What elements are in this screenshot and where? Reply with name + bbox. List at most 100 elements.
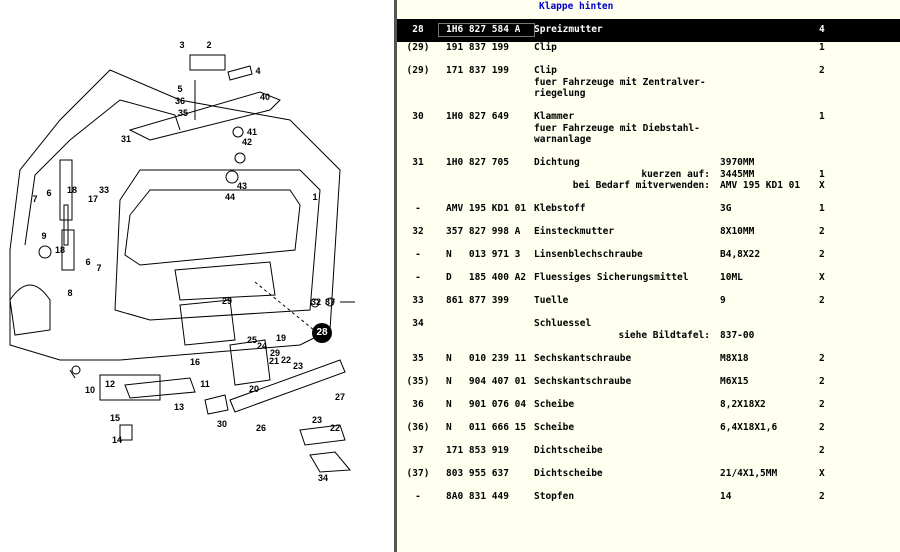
callout-10[interactable]: 10 bbox=[84, 385, 96, 395]
callout-2[interactable]: 2 bbox=[206, 40, 212, 50]
description: Spreizmutter bbox=[534, 24, 603, 35]
part-number: 171 837 199 bbox=[446, 65, 509, 76]
quantity: 2 bbox=[819, 65, 825, 76]
callout-6[interactable]: 6 bbox=[85, 257, 91, 267]
callout-41[interactable]: 41 bbox=[246, 127, 258, 137]
description: Linsenblechschraube bbox=[534, 249, 643, 260]
callout-9[interactable]: 9 bbox=[41, 231, 47, 241]
callout-7[interactable]: 7 bbox=[96, 263, 102, 273]
description: Dichtscheibe bbox=[534, 467, 603, 479]
part-number: 803 955 637 bbox=[446, 467, 509, 479]
callout-8[interactable]: 8 bbox=[67, 288, 73, 298]
panel-divider[interactable] bbox=[394, 0, 397, 552]
callout-25[interactable]: 25 bbox=[246, 335, 258, 345]
callout-13[interactable]: 13 bbox=[173, 402, 185, 412]
callout-5[interactable]: 5 bbox=[177, 84, 183, 94]
callout-27[interactable]: 27 bbox=[334, 392, 346, 402]
callout-22[interactable]: 22 bbox=[329, 423, 341, 433]
callout-34[interactable]: 34 bbox=[317, 473, 329, 483]
callout-7[interactable]: 7 bbox=[32, 194, 38, 204]
callout-6[interactable]: 6 bbox=[46, 188, 52, 198]
callout-17[interactable]: 17 bbox=[87, 194, 99, 204]
description-note: riegelung bbox=[534, 88, 586, 99]
note-quantity: 1 bbox=[819, 168, 825, 180]
callout-11[interactable]: 11 bbox=[200, 379, 210, 389]
description: Clip bbox=[534, 65, 557, 76]
part-number: 191 837 199 bbox=[446, 42, 509, 53]
callout-42[interactable]: 42 bbox=[241, 137, 253, 147]
specification: 21/4X1,5MM bbox=[720, 467, 778, 479]
callout-40[interactable]: 40 bbox=[259, 92, 271, 102]
callout-37[interactable]: 37 bbox=[324, 297, 336, 307]
callout-18[interactable]: 18 bbox=[66, 185, 78, 195]
note-label: kuerzen auf: bbox=[641, 168, 710, 180]
callout-23[interactable]: 23 bbox=[292, 361, 304, 371]
spacer bbox=[439, 88, 534, 100]
callout-12[interactable]: 12 bbox=[104, 379, 116, 389]
callout-16[interactable]: 16 bbox=[189, 357, 201, 367]
callout-19[interactable]: 19 bbox=[275, 333, 287, 343]
callout-20[interactable]: 20 bbox=[248, 384, 260, 394]
part-number: 8A0 831 449 bbox=[446, 490, 509, 502]
callout-29[interactable]: 29 bbox=[269, 348, 281, 358]
callout-43[interactable]: 43 bbox=[236, 181, 248, 191]
spacer bbox=[397, 134, 439, 146]
description: Klebstoff bbox=[534, 203, 586, 214]
description: Tuelle bbox=[534, 295, 569, 306]
callout-15[interactable]: 15 bbox=[109, 413, 121, 423]
callout-33[interactable]: 33 bbox=[98, 185, 110, 195]
spacer bbox=[439, 134, 534, 146]
part-number: 1H6 827 584 A bbox=[438, 23, 535, 37]
callout-32[interactable]: 32 bbox=[310, 297, 322, 307]
part-number: N 901 076 04 bbox=[446, 398, 527, 410]
description-note: warnanlage bbox=[534, 134, 592, 145]
part-number: 357 827 998 A bbox=[446, 226, 521, 237]
callout-18[interactable]: 18 bbox=[54, 245, 66, 255]
note-label: siehe Bildtafel: bbox=[618, 329, 710, 341]
item-number: (29) bbox=[406, 42, 430, 53]
callout-4[interactable]: 4 bbox=[255, 66, 261, 76]
callout-24[interactable]: 24 bbox=[256, 341, 268, 351]
callout-35[interactable]: 35 bbox=[177, 108, 189, 118]
quantity: 4 bbox=[819, 24, 825, 35]
spacer bbox=[439, 330, 534, 342]
specification: 3970MM bbox=[720, 157, 755, 168]
item-number: - bbox=[415, 490, 421, 502]
callout-29[interactable]: 29 bbox=[221, 296, 233, 306]
callout-3[interactable]: 3 bbox=[179, 40, 185, 50]
callout-30[interactable]: 30 bbox=[216, 419, 228, 429]
callout-44[interactable]: 44 bbox=[224, 192, 236, 202]
description: Dichtung bbox=[534, 157, 580, 168]
description-note: fuer Fahrzeuge mit Zentralver- bbox=[534, 76, 706, 88]
callout-14[interactable]: 14 bbox=[111, 435, 123, 445]
callout-36[interactable]: 36 bbox=[174, 96, 186, 106]
callout-28[interactable]: 28 bbox=[312, 323, 332, 343]
callout-21[interactable]: 21 bbox=[268, 356, 280, 366]
callout-22[interactable]: 22 bbox=[280, 355, 292, 365]
spacer bbox=[397, 123, 439, 135]
callout-1[interactable]: 1 bbox=[312, 192, 318, 202]
callout-31[interactable]: 31 bbox=[120, 134, 132, 144]
callout-26[interactable]: 26 bbox=[255, 423, 267, 433]
item-number: 36 bbox=[412, 398, 424, 410]
callout-23[interactable]: 23 bbox=[311, 415, 323, 425]
